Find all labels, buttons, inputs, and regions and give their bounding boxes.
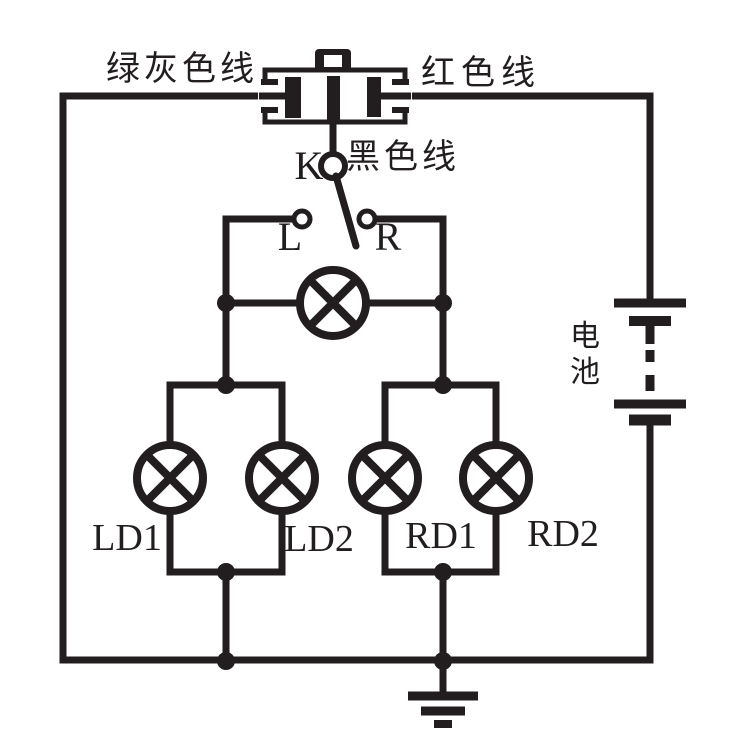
outer-wire-right-top (405, 92, 654, 300)
junction-dot (217, 294, 235, 312)
outer-wire-left-bottom (59, 92, 654, 664)
lamp-rd1 (348, 441, 422, 515)
lamp-rd2 (459, 441, 533, 515)
contact-r (356, 208, 378, 230)
outer-loop (59, 92, 654, 664)
contact-l-label: L (278, 214, 302, 259)
lamp-ld2 (245, 441, 319, 515)
left-branch-wire (222, 215, 296, 385)
ld2-label: LD2 (284, 518, 354, 560)
rd1-label: RD1 (405, 515, 477, 557)
contact-r-label: R (375, 214, 402, 259)
ld1-label: LD1 (92, 517, 162, 559)
junction-dot (434, 376, 452, 394)
lamp-cross-icon (145, 453, 195, 503)
switch-k-label: K (295, 143, 324, 188)
lamp-cross-icon (257, 453, 307, 503)
contact-l (291, 208, 313, 230)
black-wire-label: 黑色线 (346, 138, 460, 176)
junction-dot (217, 376, 235, 394)
lamp-indicator (296, 266, 370, 340)
red-wire-label: 红色线 (421, 54, 541, 92)
lamp-ld1 (133, 441, 207, 515)
right-branch-wire (373, 215, 447, 385)
junction-dots (217, 294, 452, 670)
labels: 绿灰色线 红色线 黑色线 K L R LD1 LD2 RD1 RD2 电 池 (92, 50, 600, 560)
junction-dot (217, 652, 235, 670)
junction-dot (434, 652, 452, 670)
ground-symbol (408, 660, 478, 728)
switch-k (291, 118, 378, 250)
connector-pin-left (285, 77, 301, 118)
switch-blade (332, 172, 360, 250)
battery-label-char-1: 电 (570, 320, 600, 353)
connector-left-slot-ledge-top (261, 79, 278, 85)
connector-tab-hole (324, 55, 342, 67)
connector-left-slot-ledge-bottom (261, 107, 278, 113)
connector-right-slot-ledge-top (392, 79, 409, 85)
rd2-label: RD2 (527, 513, 599, 555)
junction-dot (434, 294, 452, 312)
junction-dot (217, 563, 235, 581)
green-gray-wire-label: 绿灰色线 (106, 50, 258, 88)
connector-block (258, 49, 412, 125)
lamp-cross-icon (471, 453, 521, 503)
lamp-cross-icon (360, 453, 410, 503)
lamp-cross-icon (308, 278, 358, 328)
connector-right-slot-ledge-bottom (392, 107, 409, 113)
junction-dot (434, 563, 452, 581)
connector-pin-center (327, 76, 340, 120)
battery-label-char-2: 池 (570, 356, 600, 389)
connector-pin-right (367, 77, 381, 117)
battery-symbol (614, 298, 686, 426)
